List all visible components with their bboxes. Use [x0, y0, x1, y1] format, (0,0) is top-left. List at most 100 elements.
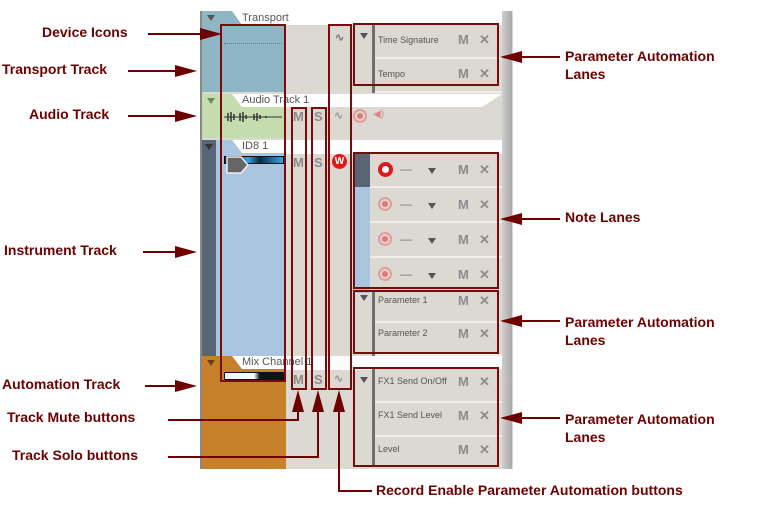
note-lanes: — M ✕ — M ✕ — M ✕ — M ✕ — [354, 153, 502, 293]
track-name: ID8 1 — [242, 140, 269, 152]
transport-device-icon[interactable] — [224, 33, 282, 44]
track-name: Transport — [242, 12, 289, 24]
automation-lane[interactable]: Parameter 1 M ✕ — [372, 290, 502, 323]
note-lane[interactable]: — M ✕ — [370, 153, 502, 188]
automation-lane[interactable]: Level M ✕ — [372, 437, 502, 467]
annotation-track-solo: Track Solo buttons — [12, 447, 139, 463]
track-mute-button[interactable]: M — [293, 109, 304, 124]
automation-lane[interactable]: Tempo M ✕ — [372, 59, 502, 93]
lane-label: Tempo — [378, 69, 406, 79]
lane-mute-button[interactable]: M — [458, 32, 469, 47]
monitor-speaker-icon[interactable]: ◀) — [373, 109, 385, 120]
annotation-note-lanes: Note Lanes — [565, 209, 641, 225]
lane-dropdown-icon[interactable] — [428, 273, 436, 279]
transport-track-header — [202, 11, 502, 25]
instrument-device-arrow-icon — [226, 156, 249, 174]
lane-mute-button[interactable]: M — [458, 267, 469, 282]
annotation-record-enable: Record Enable Parameter Automation butto… — [376, 482, 683, 498]
arrow-icon — [292, 390, 304, 412]
instrument-param-lanes-highlight — [353, 290, 499, 354]
record-enable-button-active[interactable] — [378, 162, 393, 177]
lane-mute-button[interactable]: M — [458, 162, 469, 177]
annotation-device-icons: Device Icons — [42, 24, 128, 40]
lane-mute-button[interactable]: M — [458, 374, 469, 389]
lane-label: Level — [378, 444, 400, 454]
track-solo-button[interactable]: S — [314, 372, 323, 387]
lane-mute-button[interactable]: M — [458, 66, 469, 81]
track-mute-highlight — [291, 107, 307, 390]
lane-delete-button[interactable]: ✕ — [479, 66, 490, 81]
automation-lane[interactable]: Time Signature M ✕ — [372, 25, 502, 59]
lane-mute-button[interactable]: M — [458, 232, 469, 247]
lane-label: Parameter 2 — [378, 328, 428, 338]
lane-dropdown-icon[interactable] — [428, 168, 436, 174]
collapse-icon[interactable] — [207, 15, 215, 21]
track-mute-button[interactable]: M — [293, 155, 304, 170]
mix-channel-track: Mix Channel 1 M S ∿ FX1 Send On/Off M ✕ … — [202, 356, 502, 469]
lane-delete-button[interactable]: ✕ — [479, 232, 490, 247]
lane-mute-button[interactable]: M — [458, 408, 469, 423]
note-lanes-highlight — [353, 152, 499, 289]
device-icons-highlight — [220, 24, 286, 382]
lane-delete-button[interactable]: ✕ — [479, 197, 490, 212]
track-name: Audio Track 1 — [242, 94, 310, 106]
arrow-icon — [333, 390, 345, 412]
lanes-collapse-icon[interactable] — [360, 33, 368, 39]
mix-channel-device-icon[interactable] — [224, 372, 284, 380]
lane-delete-button[interactable]: ✕ — [479, 32, 490, 47]
lane-dash: — — [400, 197, 412, 211]
note-lane[interactable]: — M ✕ — [370, 223, 502, 258]
lane-dropdown-icon[interactable] — [428, 238, 436, 244]
arrow-icon — [175, 110, 197, 122]
lanes-collapse-icon[interactable] — [360, 377, 368, 383]
lane-mute-button[interactable]: M — [458, 326, 469, 341]
lane-dash: — — [400, 267, 412, 281]
instrument-device-icon[interactable] — [224, 156, 284, 164]
lane-delete-button[interactable]: ✕ — [479, 326, 490, 341]
record-automation-icon[interactable]: ∿ — [335, 32, 345, 44]
collapse-icon[interactable] — [207, 360, 215, 366]
lane-delete-button[interactable]: ✕ — [479, 442, 490, 457]
waveform-device-icon[interactable] — [224, 110, 282, 124]
transport-lanes-highlight — [353, 23, 499, 86]
collapse-icon[interactable] — [205, 144, 213, 150]
automation-lane[interactable]: Parameter 2 M ✕ — [372, 323, 502, 356]
lane-mute-button[interactable]: M — [458, 442, 469, 457]
lane-label: Time Signature — [378, 35, 439, 45]
record-automation-icon[interactable]: ∿ — [334, 373, 344, 385]
automation-lane[interactable]: FX1 Send Level M ✕ — [372, 403, 502, 437]
lane-delete-button[interactable]: ✕ — [479, 162, 490, 177]
annotation-audio-track: Audio Track — [29, 106, 110, 122]
collapse-icon[interactable] — [207, 98, 215, 104]
lane-dash: — — [400, 232, 412, 246]
lane-mute-button[interactable]: M — [458, 197, 469, 212]
record-automation-active-icon[interactable]: W — [332, 154, 347, 169]
lane-delete-button[interactable]: ✕ — [479, 374, 490, 389]
automation-lane[interactable]: FX1 Send On/Off M ✕ — [372, 369, 502, 403]
lane-delete-button[interactable]: ✕ — [479, 293, 490, 308]
note-lane[interactable]: — M ✕ — [370, 258, 502, 291]
instrument-track: ID8 1 M S W — M ✕ — M ✕ — M ✕ — [202, 140, 502, 356]
track-solo-button[interactable]: S — [314, 155, 323, 170]
record-automation-icon[interactable]: ∿ — [334, 110, 344, 122]
track-mute-button[interactable]: M — [293, 372, 304, 387]
lane-dash: — — [400, 162, 412, 176]
record-enable-button[interactable] — [378, 267, 392, 281]
lane-dropdown-icon[interactable] — [428, 203, 436, 209]
note-lane[interactable]: — M ✕ — [370, 188, 502, 223]
lane-label: Parameter 1 — [378, 295, 428, 305]
lanes-collapse-icon[interactable] — [360, 295, 368, 301]
lane-mute-button[interactable]: M — [458, 293, 469, 308]
record-enable-button[interactable] — [378, 232, 392, 246]
annotation-param-lanes-3: Parameter Automation Lanes — [565, 411, 715, 445]
mix-lanes-highlight — [353, 367, 499, 467]
lane-delete-button[interactable]: ✕ — [479, 408, 490, 423]
lane-delete-button[interactable]: ✕ — [479, 267, 490, 282]
transport-track: Transport ∿ Time Signature M ✕ Tempo M ✕ — [202, 11, 502, 93]
record-enable-button[interactable] — [353, 109, 367, 123]
audio-track: Audio Track 1 M S ∿ ◀) — [202, 94, 502, 138]
arrow-icon — [200, 28, 222, 40]
track-solo-button[interactable]: S — [314, 109, 323, 124]
vertical-scrollbar[interactable] — [502, 11, 512, 469]
record-enable-button[interactable] — [378, 197, 392, 211]
